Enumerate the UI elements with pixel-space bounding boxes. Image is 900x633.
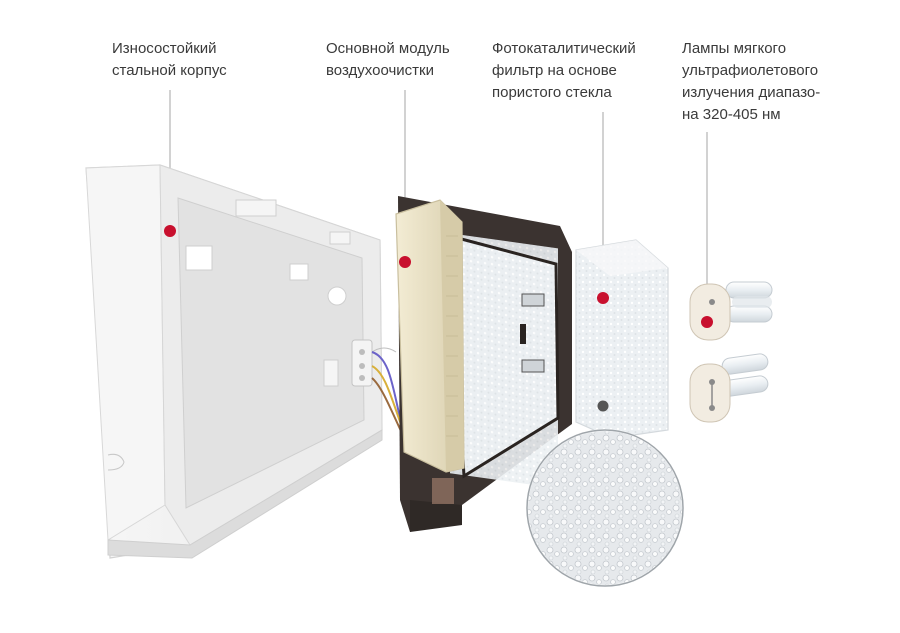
label-lamps-line-3: излучения диапазо-: [682, 84, 821, 101]
label-housing: Износостойкий стальной корпус: [112, 38, 227, 82]
label-filter: Фотокаталитический фильтр на основе пори…: [492, 38, 636, 104]
photocatalytic-filter: [575, 239, 669, 439]
callout-markers: [164, 225, 713, 412]
label-filter-line-3: пористого стекла: [492, 84, 612, 101]
terminal-block: [351, 339, 433, 489]
label-filter-line-2: фильтр на основе: [492, 62, 617, 79]
label-lamps-line-4: на 320-405 нм: [682, 106, 781, 123]
label-lamps: Лампы мягкого ультрафиолетового излучени…: [682, 38, 820, 126]
label-lamps-line-1: Лампы мягкого: [682, 40, 787, 57]
marker-filter-zoom: [597, 400, 609, 412]
filter-texture-zoom: [526, 429, 684, 587]
label-module-line-1: Основной модуль: [326, 40, 450, 57]
label-housing-line-2: стальной корпус: [112, 62, 227, 79]
marker-housing: [164, 225, 176, 237]
label-filter-line-1: Фотокаталитический: [492, 40, 636, 57]
label-module-line-2: воздухоочистки: [326, 62, 434, 79]
steel-housing: [85, 164, 397, 559]
marker-lamps: [701, 316, 713, 328]
label-module: Основной модуль воздухоочистки: [326, 38, 450, 82]
marker-filter: [597, 292, 609, 304]
air-cleaning-module: [395, 199, 465, 504]
uv-lamp-bottom: [689, 353, 769, 423]
label-housing-line-1: Износостойкий: [112, 40, 217, 57]
uv-lamp-top: [689, 281, 773, 341]
marker-module: [399, 256, 411, 268]
label-lamps-line-2: ультрафиолетового: [682, 62, 819, 79]
